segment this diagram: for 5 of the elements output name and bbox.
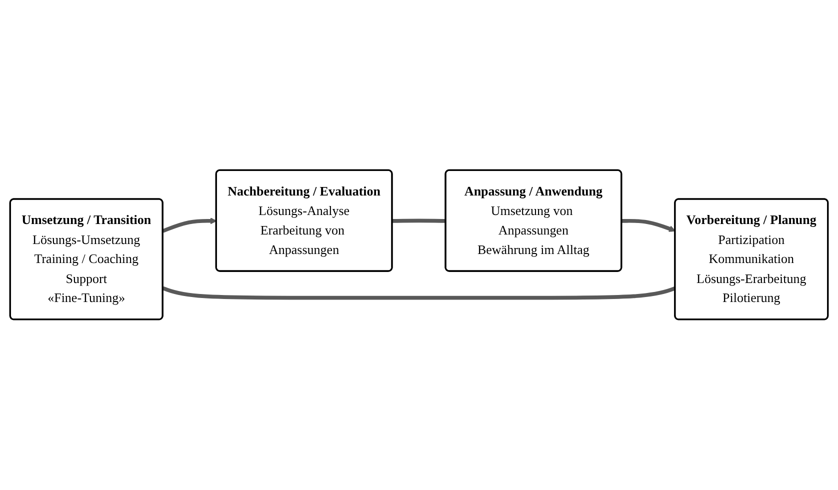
connector [392,219,446,224]
connector [162,286,676,300]
arrow [622,219,676,232]
arrow [162,218,217,234]
cycle-diagram: Umsetzung / Transition Lösungs-Umsetzung Training / Coaching Support «Fine-Tuning» Vorbereitung / Planung Partizipation Kommunikation Lösungs-Erarbeitung Pilotierung Nachbereitung / Evaluation Lösungs-Analyse Erarbeitung von Anpassungen Anpassung / Anwendung Umsetzung von Anpassungen Bewährung im Alltag [4,164,834,326]
